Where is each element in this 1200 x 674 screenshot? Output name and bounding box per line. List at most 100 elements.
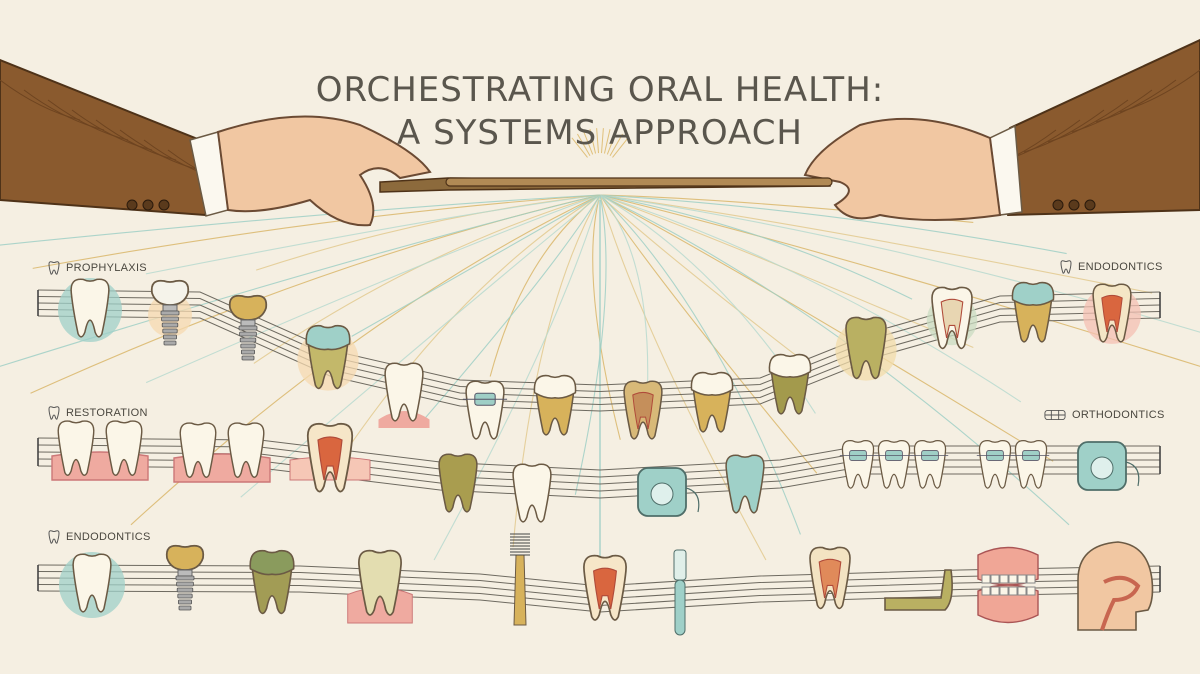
label-text: ENDODONTICS [1078,261,1163,273]
jaw [884,569,953,611]
title-line-1: ORCHESTRATING ORAL HEALTH: [315,70,885,110]
sound-line [145,194,601,275]
spark-line [601,128,604,154]
label-endodontics-left: ENDODONTICS [48,530,151,544]
label-text: ENDODONTICS [66,531,151,543]
fabric-line [119,129,201,171]
tooth-shape [841,440,875,489]
braces-row-1 [839,440,949,489]
implant-crown [150,279,190,306]
molar-teal-halo-2 [59,552,125,618]
tooth-shape [358,549,402,616]
fabric-line [23,89,105,131]
braced-tooth [1012,440,1050,489]
molar-gum-2 [347,549,413,624]
fabric-line [71,109,153,151]
molar-pulp-bottom [583,554,627,621]
tooth-shape [913,440,947,489]
spark-line [606,130,617,155]
spark-line [583,130,594,155]
floss-2 [1077,441,1140,491]
implant-gold [228,294,268,361]
tooth-shape [465,380,505,440]
spark-line [571,137,588,158]
jawbone [884,569,953,611]
gum-pair-2 [173,422,271,483]
toothbrush-handle [674,579,686,636]
sound-line [574,194,607,495]
denture-tooth [981,574,991,584]
tooth-shape [384,362,424,422]
toothbrush [673,549,687,636]
implant-crown [228,294,268,321]
implant-thread [178,599,192,605]
airway [1100,575,1141,631]
denture-tooth [981,586,991,596]
crown-teal-right [1011,281,1055,343]
label-prophylaxis: PROPHYLAXIS [48,261,147,275]
sound-line [599,194,974,349]
molar-gold-2 [690,371,734,433]
spark-line [596,128,599,154]
left-hand [216,115,432,227]
sound-line [599,194,1153,294]
implant-thread [238,325,258,331]
denture-tooth [990,586,1000,596]
molar-gold-1 [533,374,577,436]
molar-gum-1 [378,362,430,428]
crown-teal [297,324,359,391]
sound-line [599,194,1054,462]
spark-line [609,133,623,156]
sound-line [0,194,601,367]
tooth-shape [70,278,110,338]
tooth-icon [48,530,60,544]
label-text: PROPHYLAXIS [66,262,147,274]
braced-tooth [911,440,949,489]
molar-pulp-1 [623,380,663,440]
spark-line [589,129,597,154]
label-restoration: RESTORATION [48,406,148,420]
tooth-shape [227,422,265,478]
denture-tooth [1026,586,1036,596]
implant-thread [176,581,194,587]
braced-tooth [875,440,913,489]
floss-string [685,487,700,513]
braces-mini-icon [1044,409,1066,421]
abutment [177,569,193,577]
denture-tooth [1026,574,1036,584]
baton-shaft [445,177,833,187]
molar-olive-1 [768,353,812,415]
cuff-button [142,199,154,211]
pulp [317,436,343,481]
crown-cap [1011,281,1055,306]
denture-tooth [1008,586,1018,596]
tooth-icon [48,261,60,275]
implant-thread [161,322,179,328]
gum [378,411,430,428]
sound-line [32,194,601,269]
implant-thread [240,343,256,349]
staff-line [37,302,1161,399]
molar-olive-2 [438,453,478,513]
braced-tooth [976,440,1014,489]
right-hand [803,117,1002,221]
crown-cap [768,353,812,378]
implant-thread [175,575,195,581]
tooth-shape [57,420,95,476]
implant-thread [241,349,255,355]
crown-cap [305,324,351,351]
conductor [0,38,1200,227]
braced-molar [462,380,508,440]
sound-line [421,194,601,423]
gum-tooth [105,420,143,476]
denture-tooth [1017,586,1027,596]
staff-line [37,296,1161,393]
implant-thread [162,328,178,334]
implant-thread [160,310,180,316]
sound-line [0,194,601,246]
pulp [818,558,842,599]
implant-thread [178,605,192,611]
denture-tooth [1008,574,1018,584]
gum-tooth [179,422,217,478]
